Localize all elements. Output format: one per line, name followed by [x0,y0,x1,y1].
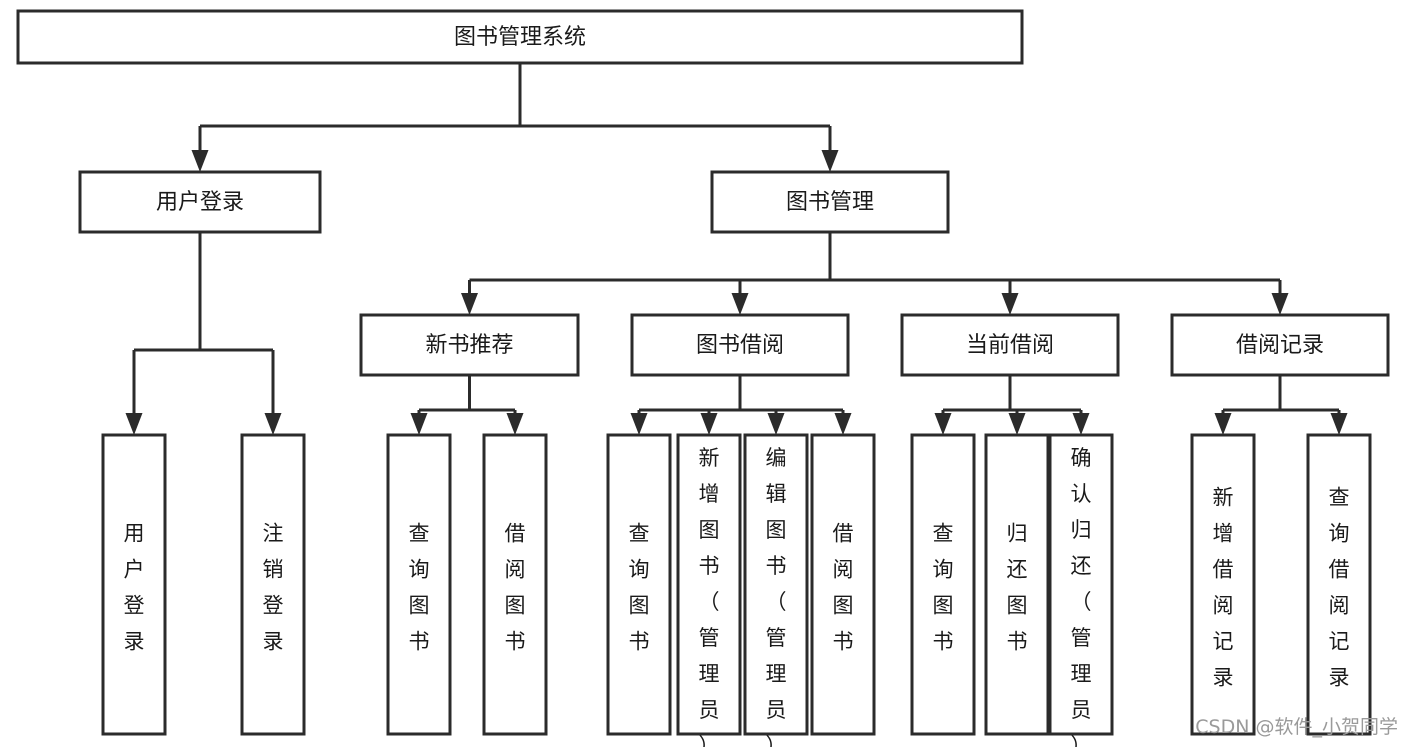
node-box[interactable] [482,433,548,736]
arrow-head-icon [1214,413,1232,435]
arrow-head-icon [264,413,282,435]
node-box[interactable] [386,433,452,736]
arrow-head-icon [191,150,209,172]
node-leaf-borrow-book-new[interactable]: 借阅图书 [482,433,548,736]
arrow-head-icon [410,413,428,435]
node-leaf-add-borrow-record[interactable]: 新增借阅记录 [1190,433,1256,736]
node-label: 查询图书 [933,522,954,654]
node-box[interactable] [606,433,672,736]
node-label: 新增借阅记录 [1213,486,1234,690]
node-box[interactable] [910,433,976,736]
arrow-head-icon [767,413,785,435]
node-label: 借阅图书 [833,522,854,654]
node-label: 查询借阅记录 [1329,486,1350,690]
node-box[interactable] [101,433,167,736]
node-box[interactable] [710,170,950,234]
arrow-head-icon [1271,293,1289,315]
node-label: 归还图书 [1007,522,1028,654]
node-leaf-confirm-return-admin[interactable]: 确认归还（管理员） [1048,433,1114,747]
csdn-watermark: CSDN @软件_小贺同学 [1195,716,1398,738]
node-label: 新书推荐 [425,333,513,358]
node-user-login[interactable]: 用户登录 [78,170,322,234]
node-label: 查询图书 [629,522,650,654]
arrow-head-icon [506,413,524,435]
arrow-head-icon [731,293,749,315]
arrow-head-icon [630,413,648,435]
arrow-head-icon [125,413,143,435]
node-label: 当前借阅 [966,333,1054,358]
node-label: 编辑图书（管理员） [766,446,787,747]
node-borrow-records[interactable]: 借阅记录 [1170,313,1390,377]
node-box[interactable] [1306,433,1372,736]
node-box[interactable] [359,313,580,377]
arrow-head-icon [1001,293,1019,315]
node-label: 查询图书 [409,522,430,654]
arrow-head-icon [1330,413,1348,435]
node-label: 图书管理系统 [454,25,586,50]
arrow-head-icon [1072,413,1090,435]
node-leaf-edit-book-admin[interactable]: 编辑图书（管理员） [743,433,809,747]
node-label: 用户登录 [124,522,145,654]
node-label: 用户登录 [156,190,244,215]
node-leaf-add-book-admin[interactable]: 新增图书（管理员） [676,433,742,747]
node-label: 图书借阅 [696,333,784,358]
node-leaf-borrow-book[interactable]: 借阅图书 [810,433,876,736]
node-label: 新增图书（管理员） [699,446,720,747]
node-leaf-query-book-new[interactable]: 查询图书 [386,433,452,736]
node-book-management[interactable]: 图书管理 [710,170,950,234]
node-box[interactable] [16,9,1024,65]
node-label: 借阅图书 [505,522,526,654]
node-book-borrow[interactable]: 图书借阅 [630,313,850,377]
node-leaf-user-login[interactable]: 用户登录 [101,433,167,736]
arrow-head-icon [461,293,478,315]
node-root[interactable]: 图书管理系统 [16,9,1024,65]
node-layer: 图书管理系统用户登录图书管理新书推荐图书借阅当前借阅借阅记录用户登录注销登录查询… [16,9,1390,747]
arrow-head-icon [821,150,839,172]
arrow-head-icon [834,413,852,435]
node-label: 借阅记录 [1236,333,1324,358]
connector-layer [125,63,1348,435]
arrow-head-icon [934,413,952,435]
node-label: 图书管理 [786,190,874,215]
node-box[interactable] [743,433,809,736]
node-leaf-user-logout[interactable]: 注销登录 [240,433,306,736]
node-box[interactable] [900,313,1120,377]
node-box[interactable] [1170,313,1390,377]
node-leaf-return-book[interactable]: 归还图书 [984,433,1050,736]
node-box[interactable] [1190,433,1256,736]
node-box[interactable] [240,433,306,736]
node-box[interactable] [78,170,322,234]
node-leaf-query-book-borrow[interactable]: 查询图书 [606,433,672,736]
node-box[interactable] [630,313,850,377]
node-box[interactable] [676,433,742,736]
arrow-head-icon [700,413,718,435]
node-leaf-query-book-current[interactable]: 查询图书 [910,433,976,736]
node-box[interactable] [984,433,1050,736]
node-current-borrow[interactable]: 当前借阅 [900,313,1120,377]
node-box[interactable] [1048,433,1114,736]
node-box[interactable] [810,433,876,736]
node-label: 确认归还（管理员） [1071,446,1092,747]
node-leaf-query-borrow-record[interactable]: 查询借阅记录 [1306,433,1372,736]
arrow-head-icon [1008,413,1026,435]
node-new-book-recommend[interactable]: 新书推荐 [359,313,580,377]
node-label: 注销登录 [263,522,284,654]
